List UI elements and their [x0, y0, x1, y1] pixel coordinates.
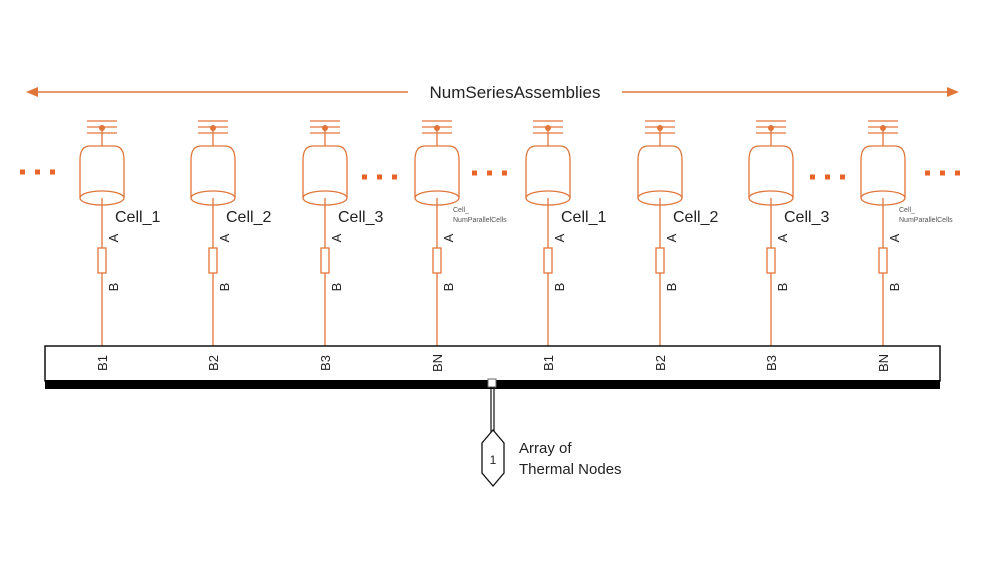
- port-b-label: B: [217, 283, 232, 292]
- battery-cell[interactable]: A B Cell_3: [302, 120, 383, 346]
- battery-cylinder-icon: [525, 145, 571, 206]
- ellipsis-icon: [810, 174, 845, 180]
- cell-name: Cell_: [899, 207, 915, 214]
- resistor-icon: [208, 247, 218, 274]
- bus-port-label: B1: [541, 355, 556, 371]
- resistor-icon: [543, 247, 553, 274]
- port-b-label: B: [441, 283, 456, 292]
- resistor-icon: [432, 247, 442, 274]
- cell-name: Cell_2: [226, 209, 271, 226]
- bus-port-label: B3: [318, 355, 333, 371]
- span-arrow: NumSeriesAssemblies: [26, 83, 959, 102]
- port-a-label: A: [329, 233, 344, 242]
- ellipsis-icon: [20, 169, 55, 175]
- battery-cylinder-icon: [190, 145, 236, 206]
- battery-cell[interactable]: A B Cell_3: [748, 120, 829, 346]
- arrow-right-icon: [947, 87, 959, 97]
- outport-label-line1: Array of: [519, 440, 572, 457]
- bus-port-label: BN: [430, 354, 445, 372]
- port-a-label: A: [775, 233, 790, 242]
- cell-name: Cell_3: [784, 209, 829, 226]
- span-label: NumSeriesAssemblies: [430, 83, 601, 102]
- battery-cell[interactable]: A B Cell_1: [525, 120, 606, 346]
- bus-port-label: BN: [876, 354, 891, 372]
- port-a-label: A: [106, 233, 121, 242]
- battery-cell[interactable]: A B Cell_2: [637, 120, 718, 346]
- battery-cylinder-icon: [79, 145, 125, 206]
- battery-cylinder-icon: [414, 145, 460, 206]
- port-b-label: B: [664, 283, 679, 292]
- port-b-label: B: [329, 283, 344, 292]
- bus-thermal-port[interactable]: [487, 378, 497, 388]
- resistor-icon: [97, 247, 107, 274]
- resistor-icon: [878, 247, 888, 274]
- outport-number: 1: [490, 453, 497, 467]
- resistor-icon: [320, 247, 330, 274]
- port-b-label: B: [775, 283, 790, 292]
- cell-name-suffix: NumParallelCells: [453, 217, 507, 224]
- battery-cell[interactable]: A B Cell_ NumParallelCells: [860, 120, 953, 346]
- port-a-label: A: [441, 233, 456, 242]
- battery-cylinder-icon: [302, 145, 348, 206]
- port-b-label: B: [106, 283, 121, 292]
- resistor-icon: [766, 247, 776, 274]
- battery-cylinder-icon: [748, 145, 794, 206]
- cell-name: Cell_1: [561, 209, 606, 226]
- ellipsis-icon: [925, 170, 960, 176]
- outport-block[interactable]: 1 Array of Thermal Nodes: [481, 387, 622, 488]
- ellipsis-icon: [362, 174, 397, 180]
- cell-name: Cell_3: [338, 209, 383, 226]
- bus-block[interactable]: [44, 345, 941, 389]
- outport-label-line2: Thermal Nodes: [519, 461, 622, 478]
- bus-port-label: B3: [764, 355, 779, 371]
- port-b-label: B: [887, 283, 902, 292]
- port-a-label: A: [887, 233, 902, 242]
- resistor-icon: [655, 247, 665, 274]
- ellipsis-icon: [472, 170, 507, 176]
- bus-port-label: B1: [95, 355, 110, 371]
- cell-name-suffix: NumParallelCells: [899, 217, 953, 224]
- bus-port-label: B2: [206, 355, 221, 371]
- battery-cell[interactable]: A B Cell_ NumParallelCells: [414, 120, 507, 346]
- cell-name: Cell_: [453, 207, 469, 214]
- battery-cylinder-icon: [860, 145, 906, 206]
- port-a-label: A: [664, 233, 679, 242]
- battery-cell[interactable]: A B Cell_1: [79, 120, 160, 346]
- bus-port-label: B2: [653, 355, 668, 371]
- battery-cell[interactable]: A B Cell_2: [190, 120, 271, 346]
- cell-name: Cell_2: [673, 209, 718, 226]
- cell-name: Cell_1: [115, 209, 160, 226]
- port-b-label: B: [552, 283, 567, 292]
- port-a-label: A: [217, 233, 232, 242]
- battery-cylinder-icon: [637, 145, 683, 206]
- arrow-left-icon: [26, 87, 38, 97]
- thermal-port-icon: [756, 120, 786, 134]
- port-a-label: A: [552, 233, 567, 242]
